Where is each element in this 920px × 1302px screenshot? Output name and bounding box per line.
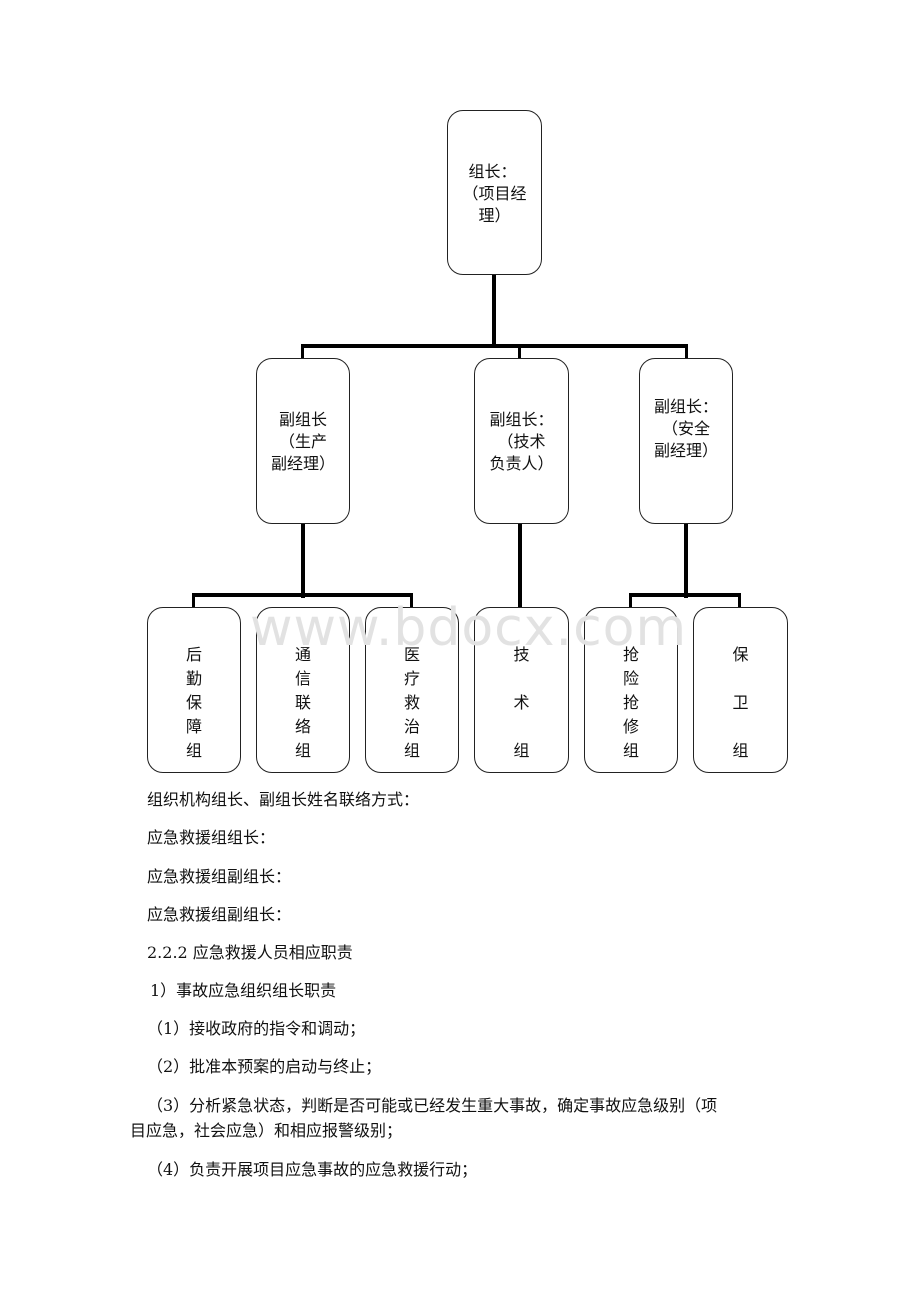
- leader-line-1: 组长：: [468, 162, 517, 181]
- group-char: 保: [732, 645, 749, 664]
- group-char: 后: [185, 645, 202, 664]
- connector-group5-up: [629, 593, 632, 608]
- group-char: 技: [513, 645, 530, 664]
- deputy-line-1: 副组长: [278, 410, 327, 429]
- group-char: 组: [622, 741, 639, 760]
- group-communication-box: 通 信 联 络 组: [256, 607, 350, 773]
- connector-deputy2-down: [518, 524, 522, 608]
- deputy-line-2: （生产: [278, 432, 327, 451]
- deputy-line-1: 副组长：: [653, 397, 718, 416]
- leader-line-2: （项目经: [462, 184, 527, 203]
- group-char: 障: [185, 717, 202, 736]
- org-chart: 组长： （项目经 理） 副组长 （生产 副经理） 副组长： （技术 负责人） 副…: [147, 110, 788, 773]
- group-char: 组: [294, 741, 311, 760]
- group-char: 修: [622, 717, 639, 736]
- paragraph-deputy-2: 应急救援组副组长：: [147, 905, 292, 924]
- group-char: 组: [513, 741, 530, 760]
- connector-deputies-h: [301, 344, 688, 348]
- connector-groups3-h: [629, 593, 741, 597]
- deputy-line-1: 副组长：: [489, 410, 554, 429]
- deputy-line-3: 负责人）: [489, 454, 554, 473]
- group-rescue-repair-box: 抢 险 抢 修 组: [584, 607, 678, 773]
- deputy-line-2: （技术: [497, 432, 546, 451]
- group-char: 组: [403, 741, 420, 760]
- group-char: 组: [732, 741, 749, 760]
- duty-item-1: （1）接收政府的指令和调动；: [147, 1019, 366, 1038]
- connector-groups1-h: [192, 593, 413, 597]
- group-char: 术: [513, 693, 530, 712]
- group-char: 抢: [622, 645, 639, 664]
- group-char: 通: [294, 645, 311, 664]
- duty-item-3-line-2: 目应急，社会应急）和相应报警级别；: [130, 1121, 403, 1140]
- connector-group6-up: [738, 593, 741, 608]
- group-char: 信: [294, 669, 311, 688]
- leader-box: 组长： （项目经 理）: [447, 110, 542, 275]
- duty-item-2: （2）批准本预案的启动与终止；: [147, 1057, 382, 1076]
- deputy-production-box: 副组长 （生产 副经理）: [256, 358, 350, 524]
- group-security-box: 保 卫 组: [693, 607, 788, 773]
- deputy-safety-box: 副组长： （安全 副经理）: [639, 358, 733, 524]
- duty-item-4: （4）负责开展项目应急事故的应急救援行动；: [147, 1160, 478, 1179]
- group-char: 络: [294, 717, 311, 736]
- paragraph-contacts: 组织机构组长、副组长姓名联络方式：: [147, 790, 420, 809]
- connector-group3-up: [410, 593, 413, 608]
- deputy-line-3: 副经理）: [653, 441, 718, 460]
- duty-item-3-line-1: （3）分析紧急状态，判断是否可能或已经发生重大事故，确定事故应急级别（项: [147, 1096, 718, 1115]
- deputy-line-3: 副经理）: [270, 454, 335, 473]
- deputy-line-2: （安全: [661, 419, 710, 438]
- group-char: 治: [403, 717, 420, 736]
- section-heading: 2.2.2 应急救援人员相应职责: [147, 943, 353, 962]
- connector-group1-up: [192, 593, 195, 608]
- group-char: 卫: [732, 693, 749, 712]
- connector-deputy1-down: [301, 524, 305, 598]
- group-logistics-box: 后 勤 保 障 组: [147, 607, 241, 773]
- leader-line-3: 理）: [478, 206, 511, 225]
- group-char: 疗: [403, 669, 420, 688]
- connector-deputy3-down: [684, 524, 688, 598]
- group-char: 联: [294, 693, 311, 712]
- group-char: 抢: [622, 693, 639, 712]
- group-char: 保: [185, 693, 202, 712]
- connector-deputy1-up: [301, 344, 304, 359]
- group-char: 勤: [185, 669, 202, 688]
- paragraph-deputy-1: 应急救援组副组长：: [147, 867, 292, 886]
- group-char: 险: [622, 669, 639, 688]
- deputy-technical-box: 副组长： （技术 负责人）: [474, 358, 569, 524]
- connector-deputy2-up: [518, 344, 521, 359]
- group-char: 组: [185, 741, 202, 760]
- group-char: 医: [403, 645, 420, 664]
- connector-deputy3-up: [685, 344, 688, 359]
- subsection-heading: 1）事故应急组织组长职责: [150, 981, 337, 1000]
- connector-leader-down: [492, 274, 496, 347]
- group-technical-box: 技 术 组: [474, 607, 569, 773]
- paragraph-leader: 应急救援组组长：: [147, 828, 276, 847]
- group-medical-box: 医 疗 救 治 组: [365, 607, 459, 773]
- group-char: 救: [403, 693, 420, 712]
